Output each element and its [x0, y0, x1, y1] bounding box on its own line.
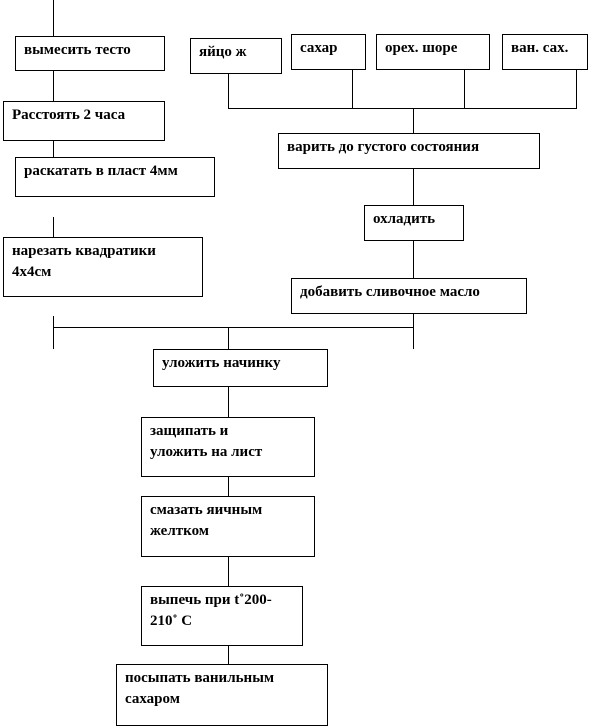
ingredient-nuts: орех. шоре [376, 34, 490, 70]
step-place-filling: уложить начинку [153, 349, 328, 387]
ingredient-egg: яйцо ж [190, 38, 282, 74]
step-sprinkle-vanilla-sugar: посыпать ванильным сахаром [116, 664, 328, 726]
step-cut-squares: нарезать квадратики 4х4см [3, 237, 203, 297]
step-proof-2-hours: Расстоять 2 часа [3, 101, 165, 141]
step-roll-sheet: раскатать в пласт 4мм [15, 157, 215, 197]
ingredient-vanilla-sugar: ван. сах. [502, 34, 588, 70]
step-pinch-and-place: защипать и уложить на лист [141, 417, 315, 477]
step-knead-dough: вымесить тесто [15, 36, 165, 71]
step-bake: выпечь при t˚200- 210˚ С [141, 586, 303, 646]
step-brush-egg-yolk: смазать яичным желтком [141, 496, 315, 557]
step-cool: охладить [364, 205, 464, 241]
step-add-butter: добавить сливочное масло [291, 278, 527, 314]
ingredient-sugar: сахар [291, 34, 366, 70]
step-cook-until-thick: варить до густого состояния [278, 133, 540, 169]
